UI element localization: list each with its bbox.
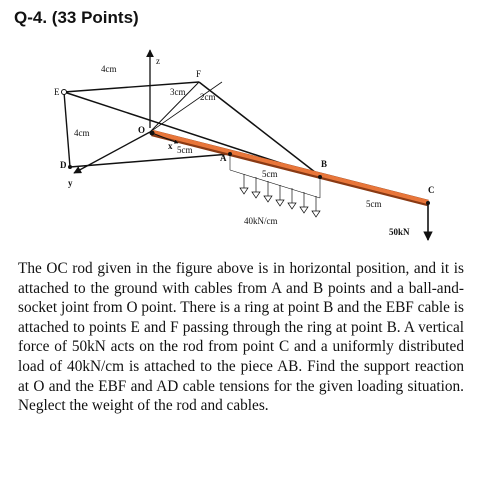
point-a (228, 152, 232, 156)
dim-ed: 4cm (74, 128, 90, 138)
dim-ef: 4cm (101, 64, 117, 74)
label-y: y (68, 178, 73, 188)
dim-oa: 5cm (177, 145, 193, 155)
leader-line (149, 81, 223, 133)
label-x: x (168, 141, 173, 151)
rod-cable-figure: z x y E F O D A B C 4cm 3cm 2cm 4cm 5cm … (54, 49, 435, 241)
x-axis (151, 132, 179, 144)
point-d (68, 165, 72, 169)
label-z: z (156, 56, 160, 66)
dim-f: 2cm (200, 92, 216, 102)
dim-ab: 5cm (262, 169, 278, 179)
point-o (149, 130, 155, 136)
ground-edge-ef (63, 81, 200, 93)
label-point-load: 50kN (389, 227, 410, 237)
rod-oc-highlight (151, 130, 429, 204)
point-e (61, 89, 67, 95)
cable-fb (198, 81, 321, 177)
label-a: A (220, 153, 227, 163)
cable-da (69, 153, 231, 168)
dim-bc: 5cm (366, 199, 382, 209)
distributed-load (229, 154, 321, 218)
label-d: D (60, 160, 67, 170)
label-distributed-load: 40kN/cm (244, 216, 278, 226)
point-b (318, 175, 322, 179)
problem-statement: The OC rod given in the figure above is … (18, 260, 464, 415)
label-c: C (428, 185, 435, 195)
label-f: F (196, 69, 201, 79)
question-heading: Q-4. (33 Points) (14, 8, 139, 27)
ground-edge-ed (63, 91, 71, 168)
label-o: O (138, 125, 145, 135)
label-e: E (54, 87, 60, 97)
y-axis (73, 131, 151, 174)
dim-of: 3cm (170, 87, 186, 97)
label-b: B (321, 159, 327, 169)
point-c (426, 201, 430, 205)
